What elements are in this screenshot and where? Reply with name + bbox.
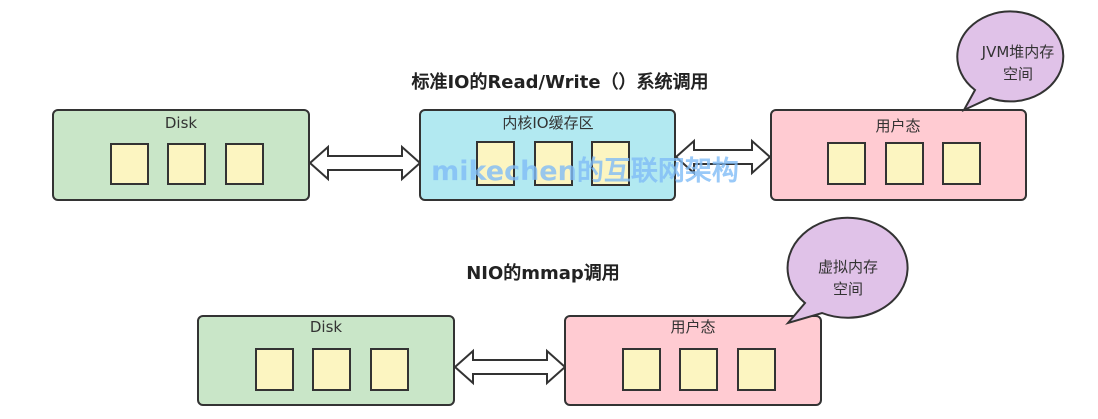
data-block [591,141,630,186]
user-space-box-mmap: 用户态 [564,315,822,406]
data-block [827,142,866,185]
data-block [312,348,351,391]
disk-box: Disk [52,109,310,201]
data-block [110,143,149,185]
watermark: mikechen的互联网架构 [431,155,739,187]
virtual-memory-bubble: 虚拟内存 空间 [785,216,909,325]
data-block [255,348,294,391]
diagram1-title: 标准IO的Read/Write（）系统调用 [410,71,708,93]
bubble-shape [785,216,909,325]
data-block [370,348,409,391]
user-label: 用户态 [875,117,920,135]
diagram2-title: NIO的mmap调用 [466,262,620,284]
bubble-text-line1: JVM堆内存 [981,43,1055,61]
data-block [885,142,924,185]
data-block [737,348,776,391]
data-block [622,348,661,391]
data-block [476,141,515,186]
data-block [167,143,206,185]
user-label: 用户态 [670,318,715,336]
data-block [679,348,718,391]
kernel-buffer-box: 内核IO缓存区 [419,109,676,201]
bubble-text-line2: 空间 [833,280,863,298]
data-block [942,142,981,185]
disk-box-mmap: Disk [197,315,455,406]
user-space-box: 用户态 [770,109,1027,201]
bubble-text-line1: 虚拟内存 [818,258,878,276]
disk-label: Disk [310,318,343,336]
data-block [225,143,264,185]
bubble-text-line2: 空间 [1003,65,1033,83]
kernel-label: 内核IO缓存区 [502,114,593,132]
bubble-shape [956,10,1065,113]
disk-label: Disk [165,114,198,132]
double-arrow-disk-kernel [308,144,422,182]
data-block [534,141,573,186]
double-arrow-disk-user [453,348,567,386]
jvm-heap-bubble: JVM堆内存 空间 [956,10,1065,113]
